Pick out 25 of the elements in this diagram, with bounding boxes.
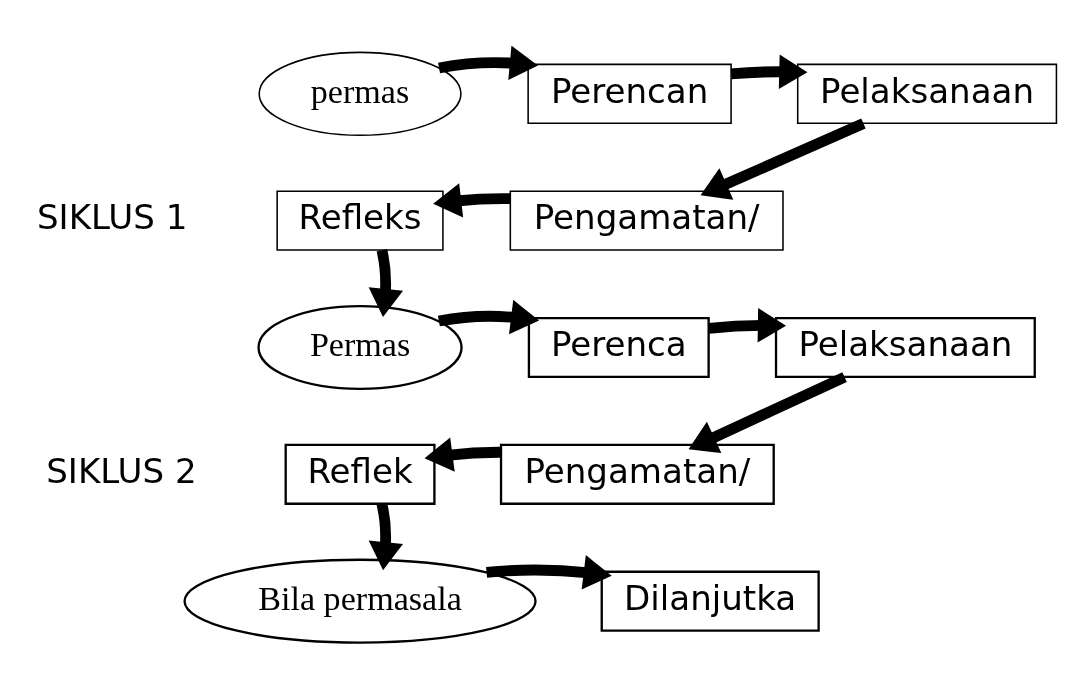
node-box: Pelaksanaan <box>796 63 1058 125</box>
arrow <box>437 299 540 335</box>
node-box: Dilanjutka <box>600 570 820 632</box>
arrow <box>700 118 866 200</box>
node-ellipse: permas <box>258 51 462 137</box>
node-box: Pelaksanaan <box>774 316 1036 379</box>
arrow <box>433 183 511 218</box>
node-ellipse: Permas <box>257 304 463 391</box>
node-box: Reflek <box>284 443 436 505</box>
arrow <box>708 308 787 343</box>
label: SIKLUS 1 <box>36 197 188 238</box>
label: SIKLUS 2 <box>46 451 197 492</box>
arrow <box>424 437 501 472</box>
arrow <box>486 555 612 590</box>
node-ellipse: Bila permasala <box>183 558 537 644</box>
arrow <box>368 249 403 318</box>
node-box: Pengamatan/ <box>499 443 775 505</box>
node-box: Perencan <box>527 63 732 125</box>
node-box: Refleks <box>276 190 444 251</box>
arrow <box>368 502 404 571</box>
arrow <box>730 54 808 89</box>
arrow <box>688 372 847 453</box>
node-box: Perenca <box>527 316 710 379</box>
node-box: Pengamatan/ <box>509 190 784 251</box>
arrow <box>438 46 538 81</box>
